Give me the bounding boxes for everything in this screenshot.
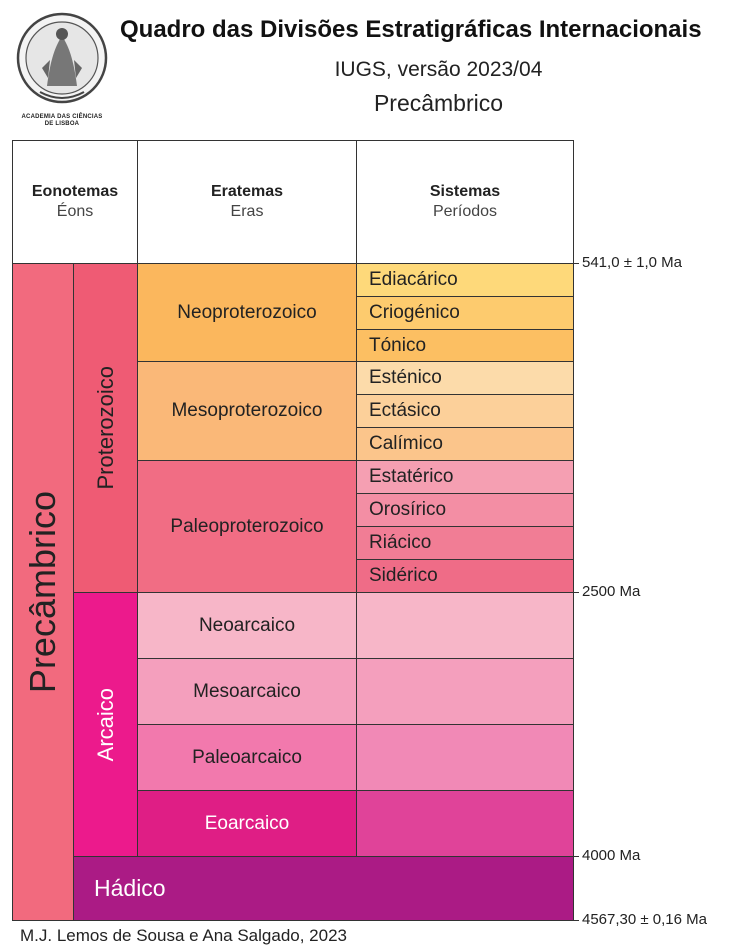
era-mesoproterozoico: Mesoproterozoico [137,361,357,461]
system-label: Tónico [369,334,427,356]
system-empty-mesoarcaico [356,658,574,725]
system-riacico: Riácico [356,526,574,560]
header-eonotemas-label: Eonotemas [31,183,119,200]
header-sistemas-label: Sistemas [429,183,501,200]
eon-arcaico: Arcaico [73,592,138,857]
credit-line: M.J. Lemos de Sousa e Ana Salgado, 2023 [20,926,348,945]
header-eratemas-label: Eratemas [210,183,284,200]
system-ediacarico: Ediacárico [356,263,574,297]
era-mesoarcaico-label: Mesoarcaico [193,680,301,702]
eon-hadico-label: Hádico [94,875,166,901]
eonothem-precambrico: Precâmbrico [12,263,74,921]
era-neoproterozoico-label: Neoproterozoico [177,301,317,323]
header-eras-label: Eras [230,203,264,220]
header-eons-label: Éons [56,203,94,220]
age-label-2500: 2500 Ma [582,583,641,600]
system-empty-eoarcaico [356,790,574,857]
system-label: Criogénico [369,302,460,323]
system-label: Orosírico [369,499,447,520]
system-label: Calímico [369,433,443,454]
age-tick [573,920,579,921]
system-tonico: Tónico [356,329,574,362]
age-tick [573,263,579,264]
eon-proterozoico-label: Proterozoico [92,366,118,490]
chart-subtitle: Precâmbrico [373,90,504,116]
age-label-4000: 4000 Ma [582,847,641,864]
era-paleoproterozoico: Paleoproterozoico [137,460,357,593]
eon-hadico: Hádico [73,856,574,921]
era-paleoarcaico: Paleoarcaico [137,724,357,791]
system-siderico: Sidérico [356,559,574,593]
system-calimico: Calímico [356,427,574,461]
system-empty-paleoarcaico [356,724,574,791]
era-mesoarcaico: Mesoarcaico [137,658,357,725]
system-criogenico: Criogénico [356,296,574,330]
era-eoarcaico: Eoarcaico [137,790,357,857]
system-label: Esténico [369,367,442,388]
header-eratemas: Eratemas Eras [137,140,357,264]
eonothem-precambrico-label: Precâmbrico [22,490,63,694]
era-neoproterozoico: Neoproterozoico [137,263,357,362]
system-ectasico: Ectásico [356,394,574,428]
header-sistemas: Sistemas Períodos [356,140,574,264]
age-label-541: 541,0 ± 1,0 Ma [582,254,682,271]
era-neoarcaico-label: Neoarcaico [198,614,296,636]
system-label: Ectásico [369,400,441,421]
academy-name: ACADEMIA DAS CIÊNCIAS DE LISBOA [21,114,103,127]
eon-arcaico-label: Arcaico [92,687,118,762]
chart-version: IUGS, versão 2023/04 [334,58,543,81]
system-empty-neoarcaico [356,592,574,659]
era-mesoproterozoico-label: Mesoproterozoico [171,400,323,421]
age-tick [573,856,579,857]
chart-title: Quadro das Divisões Estratigráficas Inte… [120,16,702,43]
age-tick [573,592,579,593]
system-estenico: Esténico [356,361,574,395]
system-label: Ediacárico [369,269,458,290]
header-eonotemas: Eonotemas Éons [12,140,138,264]
header-periodos-label: Períodos [432,203,498,220]
era-paleoproterozoico-label: Paleoproterozoico [170,515,324,537]
system-label: Estatérico [369,466,454,487]
eon-proterozoico: Proterozoico [73,263,138,593]
system-label: Riácico [369,532,432,553]
system-estaterico: Estatérico [356,460,574,494]
system-label: Sidérico [369,565,438,586]
era-neoarcaico: Neoarcaico [137,592,357,659]
system-orosirico: Orosírico [356,493,574,527]
age-label-4567: 4567,30 ± 0,16 Ma [582,911,707,928]
era-eoarcaico-label: Eoarcaico [204,812,290,834]
academy-seal-logo [12,8,112,120]
era-paleoarcaico-label: Paleoarcaico [192,746,302,768]
